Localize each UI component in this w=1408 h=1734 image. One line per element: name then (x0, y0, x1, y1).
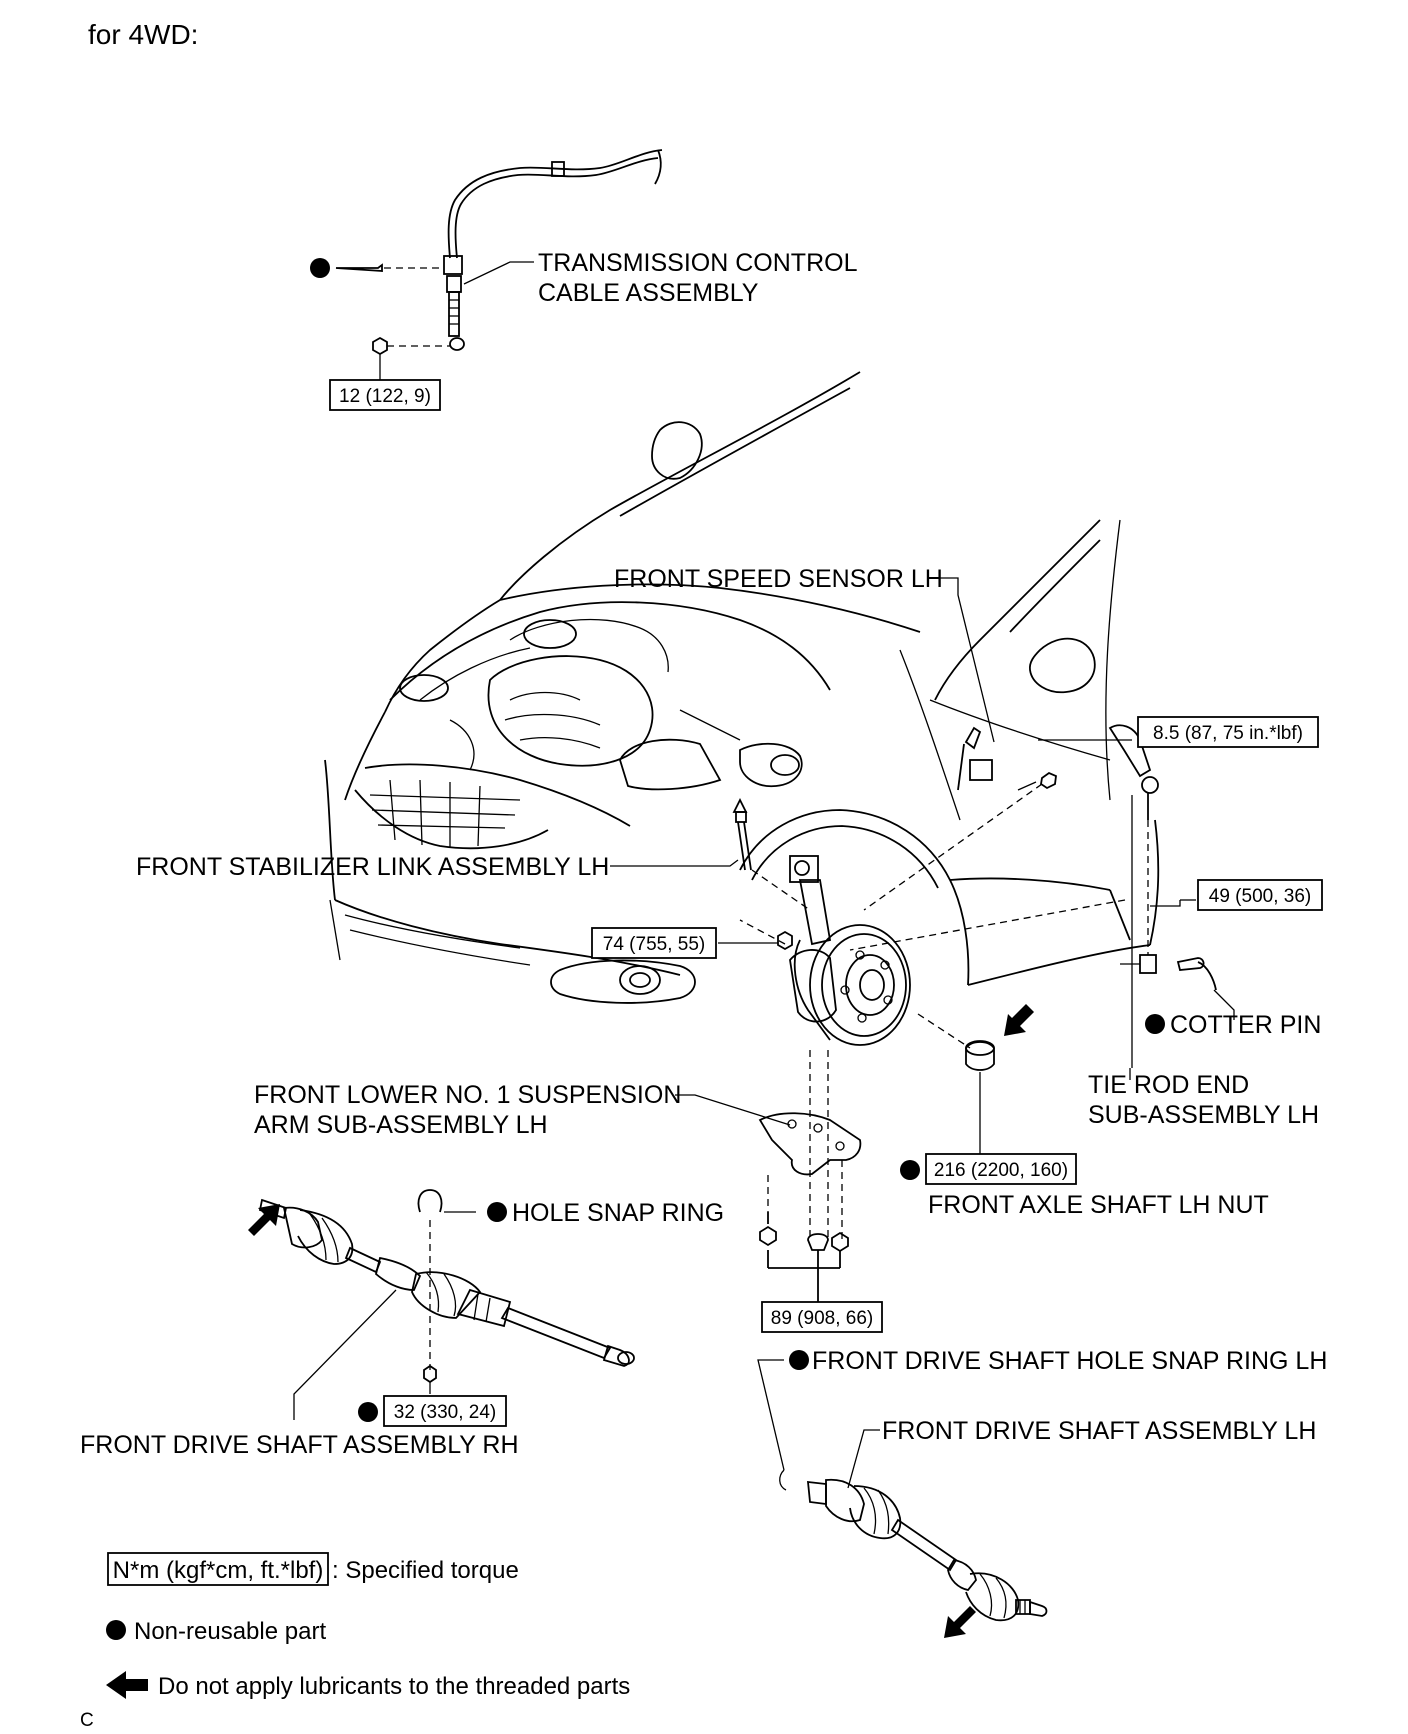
svg-text:12 (122, 9): 12 (122, 9) (339, 386, 431, 407)
svg-text:89 (908, 66): 89 (908, 66) (771, 1308, 873, 1329)
label-lower-arm-line2: ARM SUB-ASSEMBLY LH (254, 1111, 548, 1139)
vehicle-front-body-drawing (324, 371, 1160, 1004)
nonreusable-marker-lh-snap-ring (789, 1350, 809, 1370)
torque-box-tie-rod-nut: 49 (500, 36) (1197, 879, 1323, 911)
legend-torque-box (107, 1552, 329, 1586)
footer-code: C (80, 1710, 94, 1731)
no-lube-arrow-lh-shaft (944, 1606, 976, 1638)
nonreusable-marker-cotter-pin (1145, 1014, 1165, 1034)
nonreusable-marker-hole-snap-ring (487, 1202, 507, 1222)
leader-lines-center (610, 577, 1235, 1160)
label-drive-shaft-lh: FRONT DRIVE SHAFT ASSEMBLY LH (882, 1417, 1316, 1445)
drive-shaft-lh-drawing (757, 1359, 1048, 1622)
label-tie-rod-end-line2: SUB-ASSEMBLY LH (1088, 1101, 1319, 1129)
legend-nonreusable-icon (106, 1620, 126, 1640)
torque-box-stabilizer-nut: 74 (755, 55) (591, 927, 717, 959)
steering-knuckle-hub-drawing (732, 724, 1217, 1302)
legend-nonreusable-text: Non-reusable part (134, 1618, 326, 1645)
legend-torque-unit: N*m (kgf*cm, ft.*lbf) (113, 1557, 324, 1584)
transmission-cable-drawing (310, 149, 663, 380)
torque-box-speed-sensor: 8.5 (87, 75 in.*lbf) (1137, 716, 1319, 748)
label-axle-nut: FRONT AXLE SHAFT LH NUT (928, 1191, 1269, 1219)
svg-text:8.5 (87, 75 in.*lbf): 8.5 (87, 75 in.*lbf) (1153, 723, 1303, 744)
label-tie-rod-end-line1: TIE ROD END (1088, 1071, 1249, 1099)
svg-text:74 (755, 55): 74 (755, 55) (603, 934, 705, 955)
legend: N*m (kgf*cm, ft.*lbf) : Specified torque… (106, 1552, 630, 1700)
torque-box-lower-arm-bolts: 89 (908, 66) (761, 1301, 883, 1333)
svg-text:216 (2200, 160): 216 (2200, 160) (934, 1160, 1068, 1181)
label-shaft-snap-ring-lh: FRONT DRIVE SHAFT HOLE SNAP RING LH (812, 1347, 1327, 1375)
svg-text:32 (330, 24): 32 (330, 24) (394, 1402, 496, 1423)
nonreusable-marker-clip (310, 258, 330, 278)
legend-no-lube-arrow-icon (106, 1671, 148, 1699)
label-lower-arm-line1: FRONT LOWER NO. 1 SUSPENSION (254, 1081, 681, 1109)
label-transmission-cable-line2: CABLE ASSEMBLY (538, 279, 759, 307)
label-cotter-pin: COTTER PIN (1170, 1011, 1321, 1039)
label-hole-snap-ring: HOLE SNAP RING (512, 1199, 724, 1227)
torque-box-cable-nut: 12 (122, 9) (329, 379, 441, 411)
label-drive-shaft-rh: FRONT DRIVE SHAFT ASSEMBLY RH (80, 1431, 519, 1459)
torque-box-rh-bolt: 32 (330, 24) (358, 1395, 507, 1427)
label-front-speed-sensor: FRONT SPEED SENSOR LH (614, 565, 943, 593)
no-lube-arrow-axle-nut (1004, 1004, 1034, 1036)
legend-no-lube-text: Do not apply lubricants to the threaded … (158, 1673, 630, 1700)
svg-text:49 (500, 36): 49 (500, 36) (1209, 886, 1311, 907)
legend-torque-text: : Specified torque (332, 1557, 519, 1584)
torque-box-axle-nut: 216 (2200, 160) (900, 1153, 1077, 1185)
label-stabilizer-link: FRONT STABILIZER LINK ASSEMBLY LH (136, 853, 609, 881)
label-transmission-cable-line1: TRANSMISSION CONTROL (538, 249, 858, 277)
drive-shaft-rh-drawing (258, 1189, 635, 1420)
page-title: for 4WD: (88, 19, 198, 50)
no-lube-arrow-rh-shaft (248, 1204, 280, 1236)
